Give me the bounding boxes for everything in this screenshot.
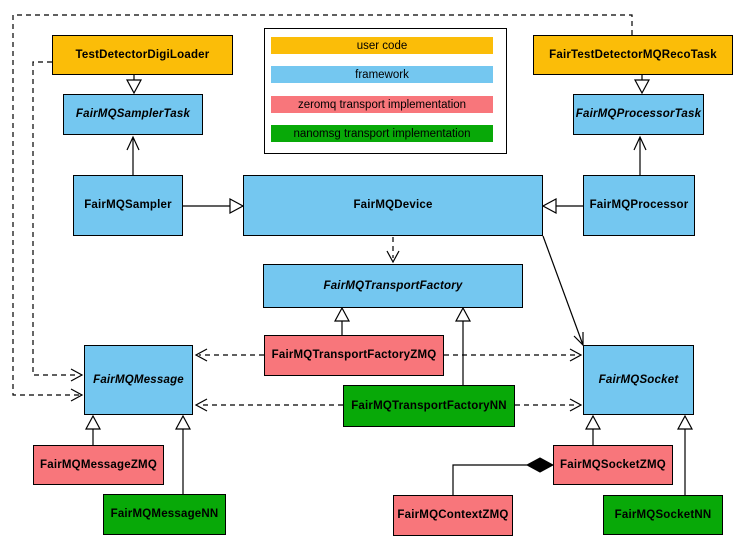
node-fairmqsocket: FairMQSocket: [583, 345, 694, 415]
edge-fairmqsampler-extends-fairmqdevice: [183, 197, 245, 215]
edge-fairmqtransportfactoryzmq-creates-fairmqmessage: [194, 348, 264, 362]
edge-fairmqtransportfactorynn-creates-fairmqmessage: [194, 398, 343, 412]
node-fairmqcontextzmq: FairMQContextZMQ: [393, 495, 513, 536]
node-fairmqtransportfactoryzmq: FairMQTransportFactoryZMQ: [264, 335, 444, 376]
node-fairmqprocessortask: FairMQProcessorTask: [573, 94, 704, 135]
edge-fairmqprocessor-extends-fairmqdevice: [541, 197, 583, 215]
edge-testdetectordigiloader-uses-fairmqmessage: [32, 61, 84, 382]
node-fairmqsamplertask: FairMQSamplerTask: [63, 94, 203, 135]
edge-fairmqprocessor-to-fairmqprocessortask: [633, 135, 647, 175]
edge-fairmqtransportfactoryzmq-extends-fairmqtransportfactory: [333, 306, 351, 335]
node-fairmqdevice: FairMQDevice: [243, 175, 543, 236]
edge-fairmqsocketnn-extends-fairmqsocket: [676, 414, 694, 495]
node-fairmqmessagezmq: FairMQMessageZMQ: [33, 445, 164, 485]
edge-fairmqtransportfactorynn-creates-fairmqsocket: [515, 398, 583, 412]
node-fairmqprocessor: FairMQProcessor: [583, 175, 695, 236]
edge-fairmqcontextzmq-composed-in-fairmqsocketzmq: [452, 457, 555, 495]
node-fairmqsocketnn: FairMQSocketNN: [603, 495, 723, 535]
edge-fairtestdetectormqrecotask-extends-fairmqprocessortask: [633, 75, 651, 95]
node-fairmqmessage: FairMQMessage: [84, 345, 193, 415]
node-fairmqsampler: FairMQSampler: [73, 175, 183, 236]
edge-fairmqtransportfactoryzmq-creates-fairmqsocket: [444, 348, 583, 362]
legend-item-nanomsg: nanomsg transport implementation: [271, 125, 493, 142]
legend-item-zeromq: zeromq transport implementation: [271, 96, 493, 113]
node-fairmqmessagenn: FairMQMessageNN: [103, 494, 226, 535]
node-testdetectordigiloader: TestDetectorDigiLoader: [52, 35, 233, 75]
node-fairmqtransportfactory: FairMQTransportFactory: [263, 264, 523, 308]
edge-fairmqdevice-uses-fairmqtransportfactory: [386, 237, 400, 264]
edge-fairmqsampler-to-fairmqsamplertask: [126, 135, 140, 175]
legend-item-framework: framework: [271, 66, 493, 83]
edge-fairmqmessagenn-extends-fairmqmessage: [174, 414, 192, 494]
edge-fairtestdetectormqrecotask-uses-fairmqmessage: [12, 14, 633, 402]
edge-fairmqdevice-to-fairmqsocket: [542, 235, 584, 347]
edge-fairmqtransportfactorynn-extends-fairmqtransportfactory: [454, 306, 472, 385]
edge-fairmqmessagezmq-extends-fairmqmessage: [84, 414, 102, 445]
node-fairmqtransportfactorynn: FairMQTransportFactoryNN: [343, 385, 515, 427]
node-fairmqsocketzmq: FairMQSocketZMQ: [553, 445, 673, 485]
edge-fairmqsocketzmq-extends-fairmqsocket: [584, 414, 602, 445]
node-fairtestdetectormqrecotask: FairTestDetectorMQRecoTask: [533, 35, 733, 75]
edge-testdetectordigiloader-extends-fairmqsamplertask: [125, 75, 143, 95]
legend-item-user-code: user code: [271, 37, 493, 54]
